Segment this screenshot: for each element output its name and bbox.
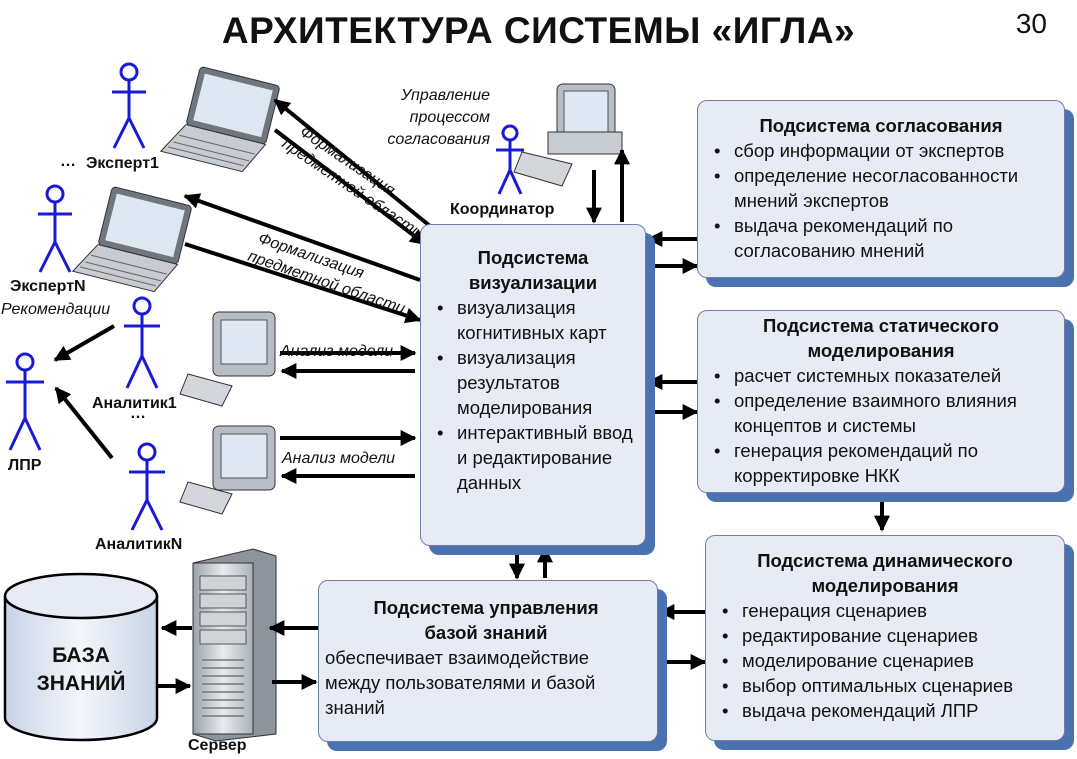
list-item: редактирование сценариев (716, 623, 1054, 648)
visualization-subsystem-box: Подсистема визуализации визуализация ког… (420, 224, 646, 546)
dynamic-list: генерация сценариев редактирование сцена… (716, 598, 1054, 723)
visualization-title: Подсистема визуализации (468, 247, 598, 293)
coordinator-label: Координатор (450, 201, 555, 218)
dynamic-title: Подсистема динамического моделирования (757, 550, 1013, 596)
list-item: расчет системных показателей (708, 363, 1054, 388)
list-item: генерация рекомендаций по корректировке … (708, 438, 1054, 488)
process-mgmt-label: Управление процессом согласования (380, 85, 490, 151)
server-icon (192, 548, 277, 742)
agreement-list: сбор информации от экспертов определение… (708, 138, 1054, 263)
visualization-list: визуализация когнитивных карт визуализац… (431, 295, 635, 495)
list-item: визуализация результатов моделирования (431, 345, 635, 420)
analystN-label: АналитикN (95, 536, 183, 553)
desktop-icon-analyst1 (179, 311, 276, 407)
desktop-icon-analystN (179, 425, 276, 515)
dynamic-modeling-subsystem-box: Подсистема динамического моделирования г… (705, 535, 1065, 741)
static-title: Подсистема статического моделирования (762, 315, 999, 361)
model-analysis-label-2: Анализ модели (282, 450, 395, 467)
list-item: выдача рекомендаций по согласованию мнен… (708, 213, 1054, 263)
expertN-figure (38, 184, 72, 273)
list-item: моделирование сценариев (716, 648, 1054, 673)
process-mgmt-line-3: согласования (387, 131, 490, 148)
analystN-figure (129, 442, 165, 531)
agreement-subsystem-box: Подсистема согласования сбор информации … (697, 100, 1065, 278)
database-label: БАЗА ЗНАНИЙ (5, 642, 157, 698)
laptop-icon-expertN (71, 186, 192, 293)
database-icon (3, 572, 159, 742)
page-title: АРХИТЕКТУРА СИСТЕМЫ «ИГЛА» (221, 10, 856, 51)
list-item: выдача рекомендаций ЛПР (716, 698, 1054, 723)
list-item: интерактивный ввод и редактирование данн… (431, 420, 635, 495)
expert-dots: … (60, 153, 76, 170)
list-item: определение взаимного влияния концептов … (708, 388, 1054, 438)
analyst1-label: Аналитик1 (92, 395, 177, 412)
model-analysis-label-1: Анализ модели (280, 343, 393, 360)
coordinator-figure (496, 124, 524, 195)
lpr-figure (6, 352, 44, 451)
process-mgmt-line-2: процессом (409, 109, 490, 126)
process-mgmt-line-1: Управление (401, 87, 490, 104)
expert1-figure (112, 62, 146, 149)
list-item: визуализация когнитивных карт (431, 295, 635, 345)
static-modeling-subsystem-box: Подсистема статического моделирования ра… (697, 310, 1065, 493)
laptop-icon-expert1 (159, 66, 280, 173)
desktop-icon-coordinator (513, 83, 623, 187)
database-line-2: ЗНАНИЙ (36, 672, 126, 695)
agreement-title: Подсистема согласования (759, 115, 1003, 136)
server-label: Сервер (188, 737, 247, 754)
static-list: расчет системных показателей определение… (708, 363, 1054, 488)
database-line-1: БАЗА (52, 644, 110, 667)
expert1-label: Эксперт1 (86, 155, 159, 172)
page-number: 30 (1015, 8, 1047, 39)
list-item: выбор оптимальных сценариев (716, 673, 1054, 698)
list-item: определение несогласованности мнений экс… (708, 163, 1054, 213)
list-item: сбор информации от экспертов (708, 138, 1054, 163)
recommendations-label: Рекомендации (1, 301, 111, 318)
expertN-label: ЭкспертN (10, 278, 86, 295)
list-item: генерация сценариев (716, 598, 1054, 623)
knowledge-description: обеспечивает взаимодействие между пользо… (325, 647, 596, 718)
connector-arrows (53, 98, 890, 694)
analyst-dots: … (130, 405, 146, 422)
lpr-label: ЛПР (8, 457, 42, 474)
analyst1-figure (124, 296, 160, 389)
knowledge-base-subsystem-box: Подсистема управления базой знаний обесп… (318, 580, 658, 742)
knowledge-title: Подсистема управления базой знаний (373, 597, 599, 643)
